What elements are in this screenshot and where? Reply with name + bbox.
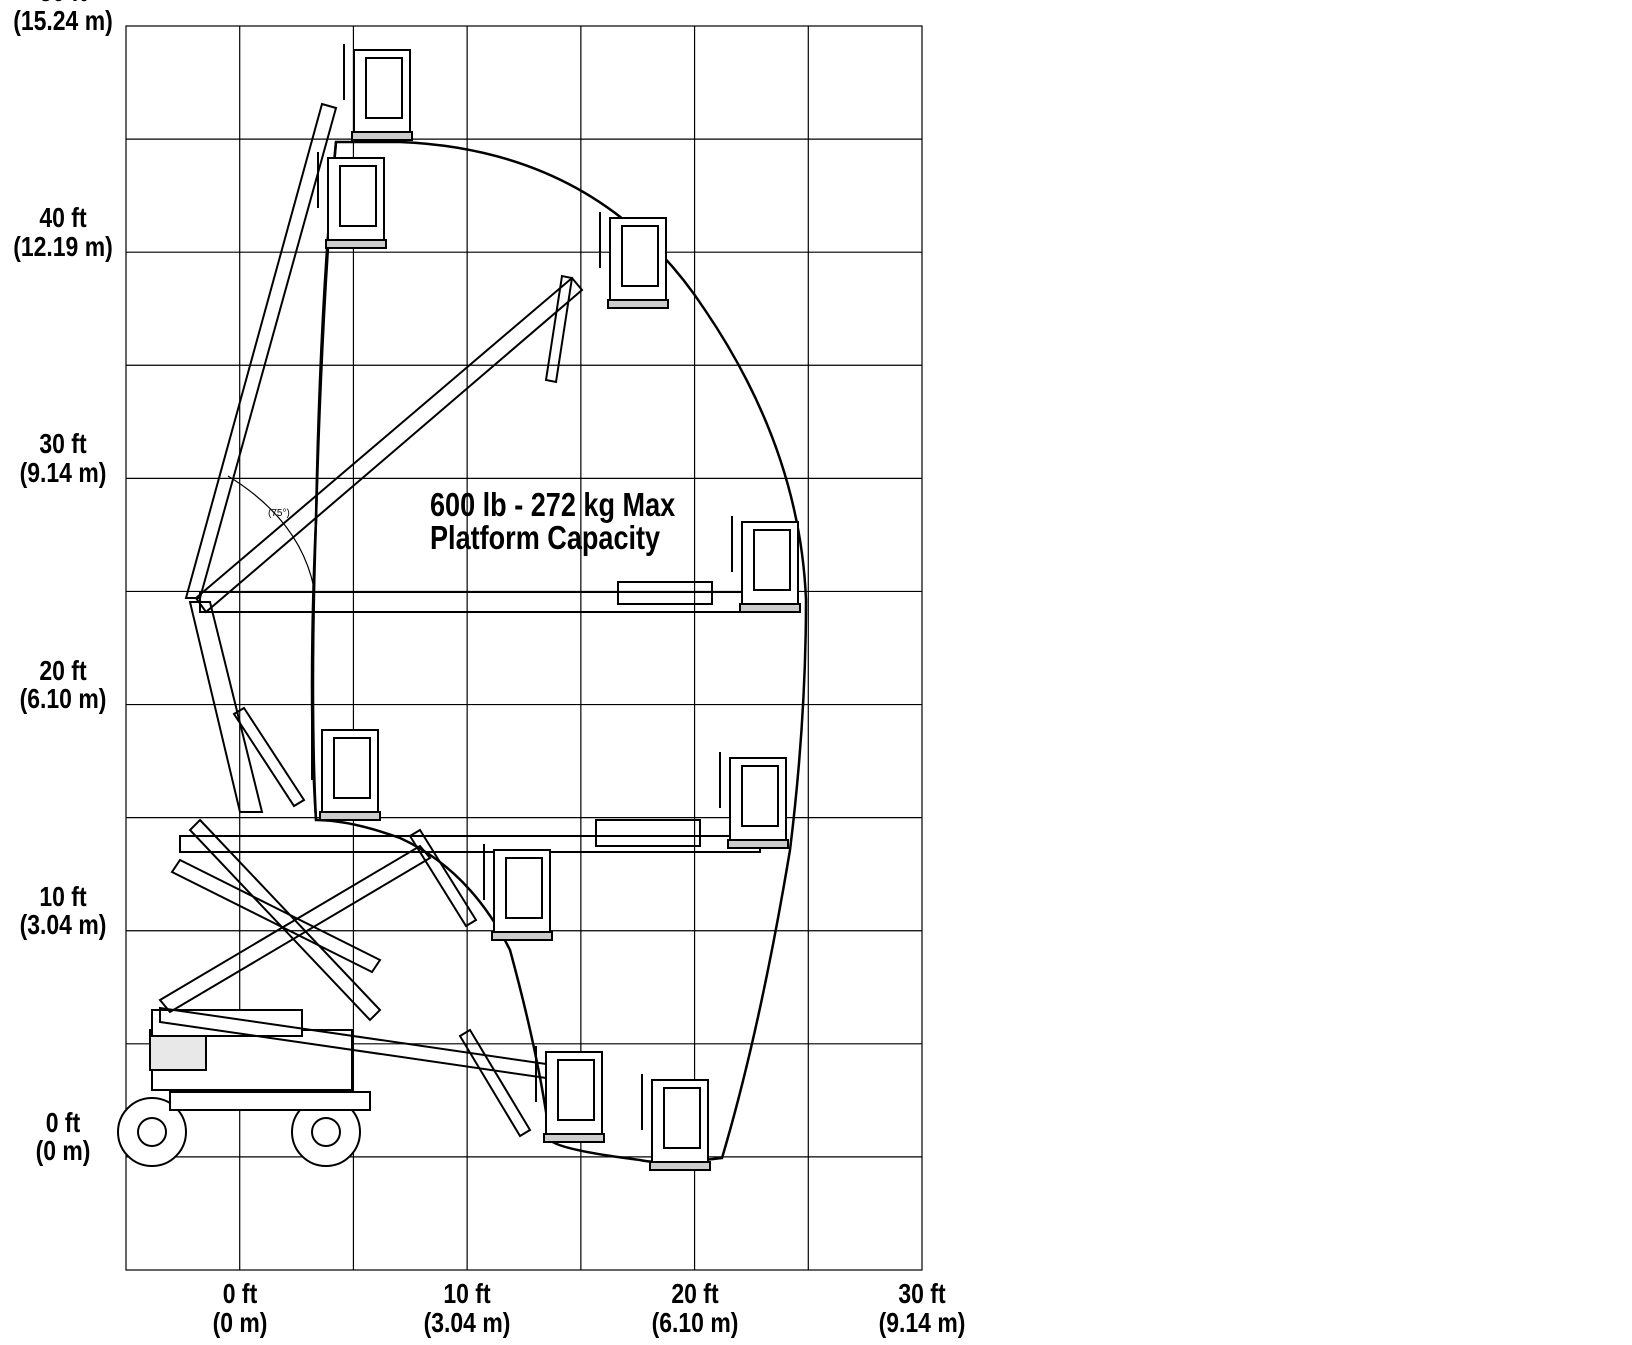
jib-lower <box>595 819 701 847</box>
y-tick-m: (6.10 m) <box>19 683 107 715</box>
platform-basket <box>599 212 669 309</box>
y-tick-label: 0 ft(0 m) <box>2 1106 125 1167</box>
platforms <box>311 44 801 1171</box>
boom-horizontal-upper <box>199 591 761 613</box>
platform-basket <box>311 724 381 821</box>
basket-panel <box>505 857 543 919</box>
boom-scissor-2 <box>188 818 382 1022</box>
capacity-line-1: 600 lb - 272 kg Max <box>430 486 676 523</box>
y-tick-label: 10 ft(3.04 m) <box>2 880 125 941</box>
boom-tall-upper <box>184 102 338 599</box>
y-tick-m: (3.04 m) <box>19 909 107 941</box>
y-tick-label: 30 ft(9.14 m) <box>2 430 125 487</box>
y-tick-m: (9.14 m) <box>19 456 107 488</box>
x-tick-ft: 30 ft <box>898 1278 946 1309</box>
jib-angled <box>544 274 574 384</box>
platform-basket <box>483 844 553 941</box>
boom-scissor-1 <box>170 858 382 974</box>
x-tick-m: (9.14 m) <box>878 1306 966 1338</box>
capacity-annotation: 600 lb - 272 kg Max Platform Capacity <box>430 488 675 554</box>
x-tick-ft: 10 ft <box>443 1278 491 1309</box>
platform-basket <box>719 752 789 849</box>
y-tick-m: (12.19 m) <box>13 230 113 262</box>
basket-floor <box>351 131 413 141</box>
platform-basket <box>535 1046 605 1143</box>
grid-border <box>125 25 923 1271</box>
basket-panel <box>557 1059 595 1121</box>
basket-panel <box>753 529 791 591</box>
x-tick-m: (6.10 m) <box>651 1306 738 1338</box>
basket-panel <box>621 225 659 287</box>
platform-basket <box>731 516 801 613</box>
basket-panel <box>663 1087 701 1149</box>
front-wheel-hub <box>311 1117 341 1147</box>
x-tick-ft: 0 ft <box>222 1278 257 1309</box>
x-tick-label: 0 ft(0 m) <box>178 1278 301 1338</box>
boom-arms <box>158 102 761 1138</box>
basket-panel <box>339 165 377 227</box>
y-tick-label: 20 ft(6.10 m) <box>2 654 125 715</box>
jib-low <box>458 1028 532 1138</box>
boom-horizontal-lower <box>179 835 761 853</box>
platform-basket <box>641 1074 711 1171</box>
boom-mid-angled <box>158 844 432 1014</box>
capacity-line-2: Platform Capacity <box>430 519 661 556</box>
y-tick-ft: 20 ft <box>39 654 87 686</box>
platform-basket <box>317 152 387 249</box>
frame <box>169 1091 371 1111</box>
basket-floor <box>319 811 381 821</box>
x-tick-m: (3.04 m) <box>423 1306 511 1338</box>
basket-floor <box>325 239 387 249</box>
basket-panel <box>333 737 371 799</box>
x-tick-label: 20 ft(6.10 m) <box>633 1278 756 1338</box>
y-tick-ft: 40 ft <box>39 202 87 234</box>
y-tick-ft: 50 ft <box>2 0 125 7</box>
y-tick-ft: 0 ft <box>45 1106 81 1138</box>
machine-base <box>117 1009 371 1167</box>
basket-floor <box>543 1133 605 1143</box>
boom-tall-lower <box>188 601 264 813</box>
y-tick-label: 50 ft(15.24 m) <box>2 0 125 35</box>
x-tick-label: 30 ft(9.14 m) <box>861 1278 984 1338</box>
angle-label: (75°) <box>268 508 290 519</box>
basket-panel <box>365 57 403 119</box>
jib-horizontal <box>617 581 713 605</box>
jib-mid <box>408 828 478 928</box>
angle-arc <box>227 475 315 589</box>
basket-floor <box>727 839 789 849</box>
basket-floor <box>739 603 801 613</box>
jib-tall <box>232 706 306 808</box>
x-tick-ft: 20 ft <box>670 1278 719 1309</box>
rear-wheel-hub <box>137 1117 167 1147</box>
basket-floor <box>649 1161 711 1171</box>
boom-angled <box>194 276 584 614</box>
y-tick-label: 40 ft(12.19 m) <box>2 204 125 261</box>
y-tick-ft: 10 ft <box>39 880 87 912</box>
basket-floor <box>491 931 553 941</box>
basket-panel <box>741 765 779 827</box>
x-tick-m: (0 m) <box>212 1306 268 1338</box>
y-tick-m: (15.24 m) <box>13 4 113 36</box>
y-tick-ft: 30 ft <box>39 428 87 460</box>
x-tick-label: 10 ft(3.04 m) <box>406 1278 529 1338</box>
platform-basket <box>343 44 413 141</box>
y-tick-m: (0 m) <box>35 1135 91 1167</box>
basket-floor <box>607 299 669 309</box>
